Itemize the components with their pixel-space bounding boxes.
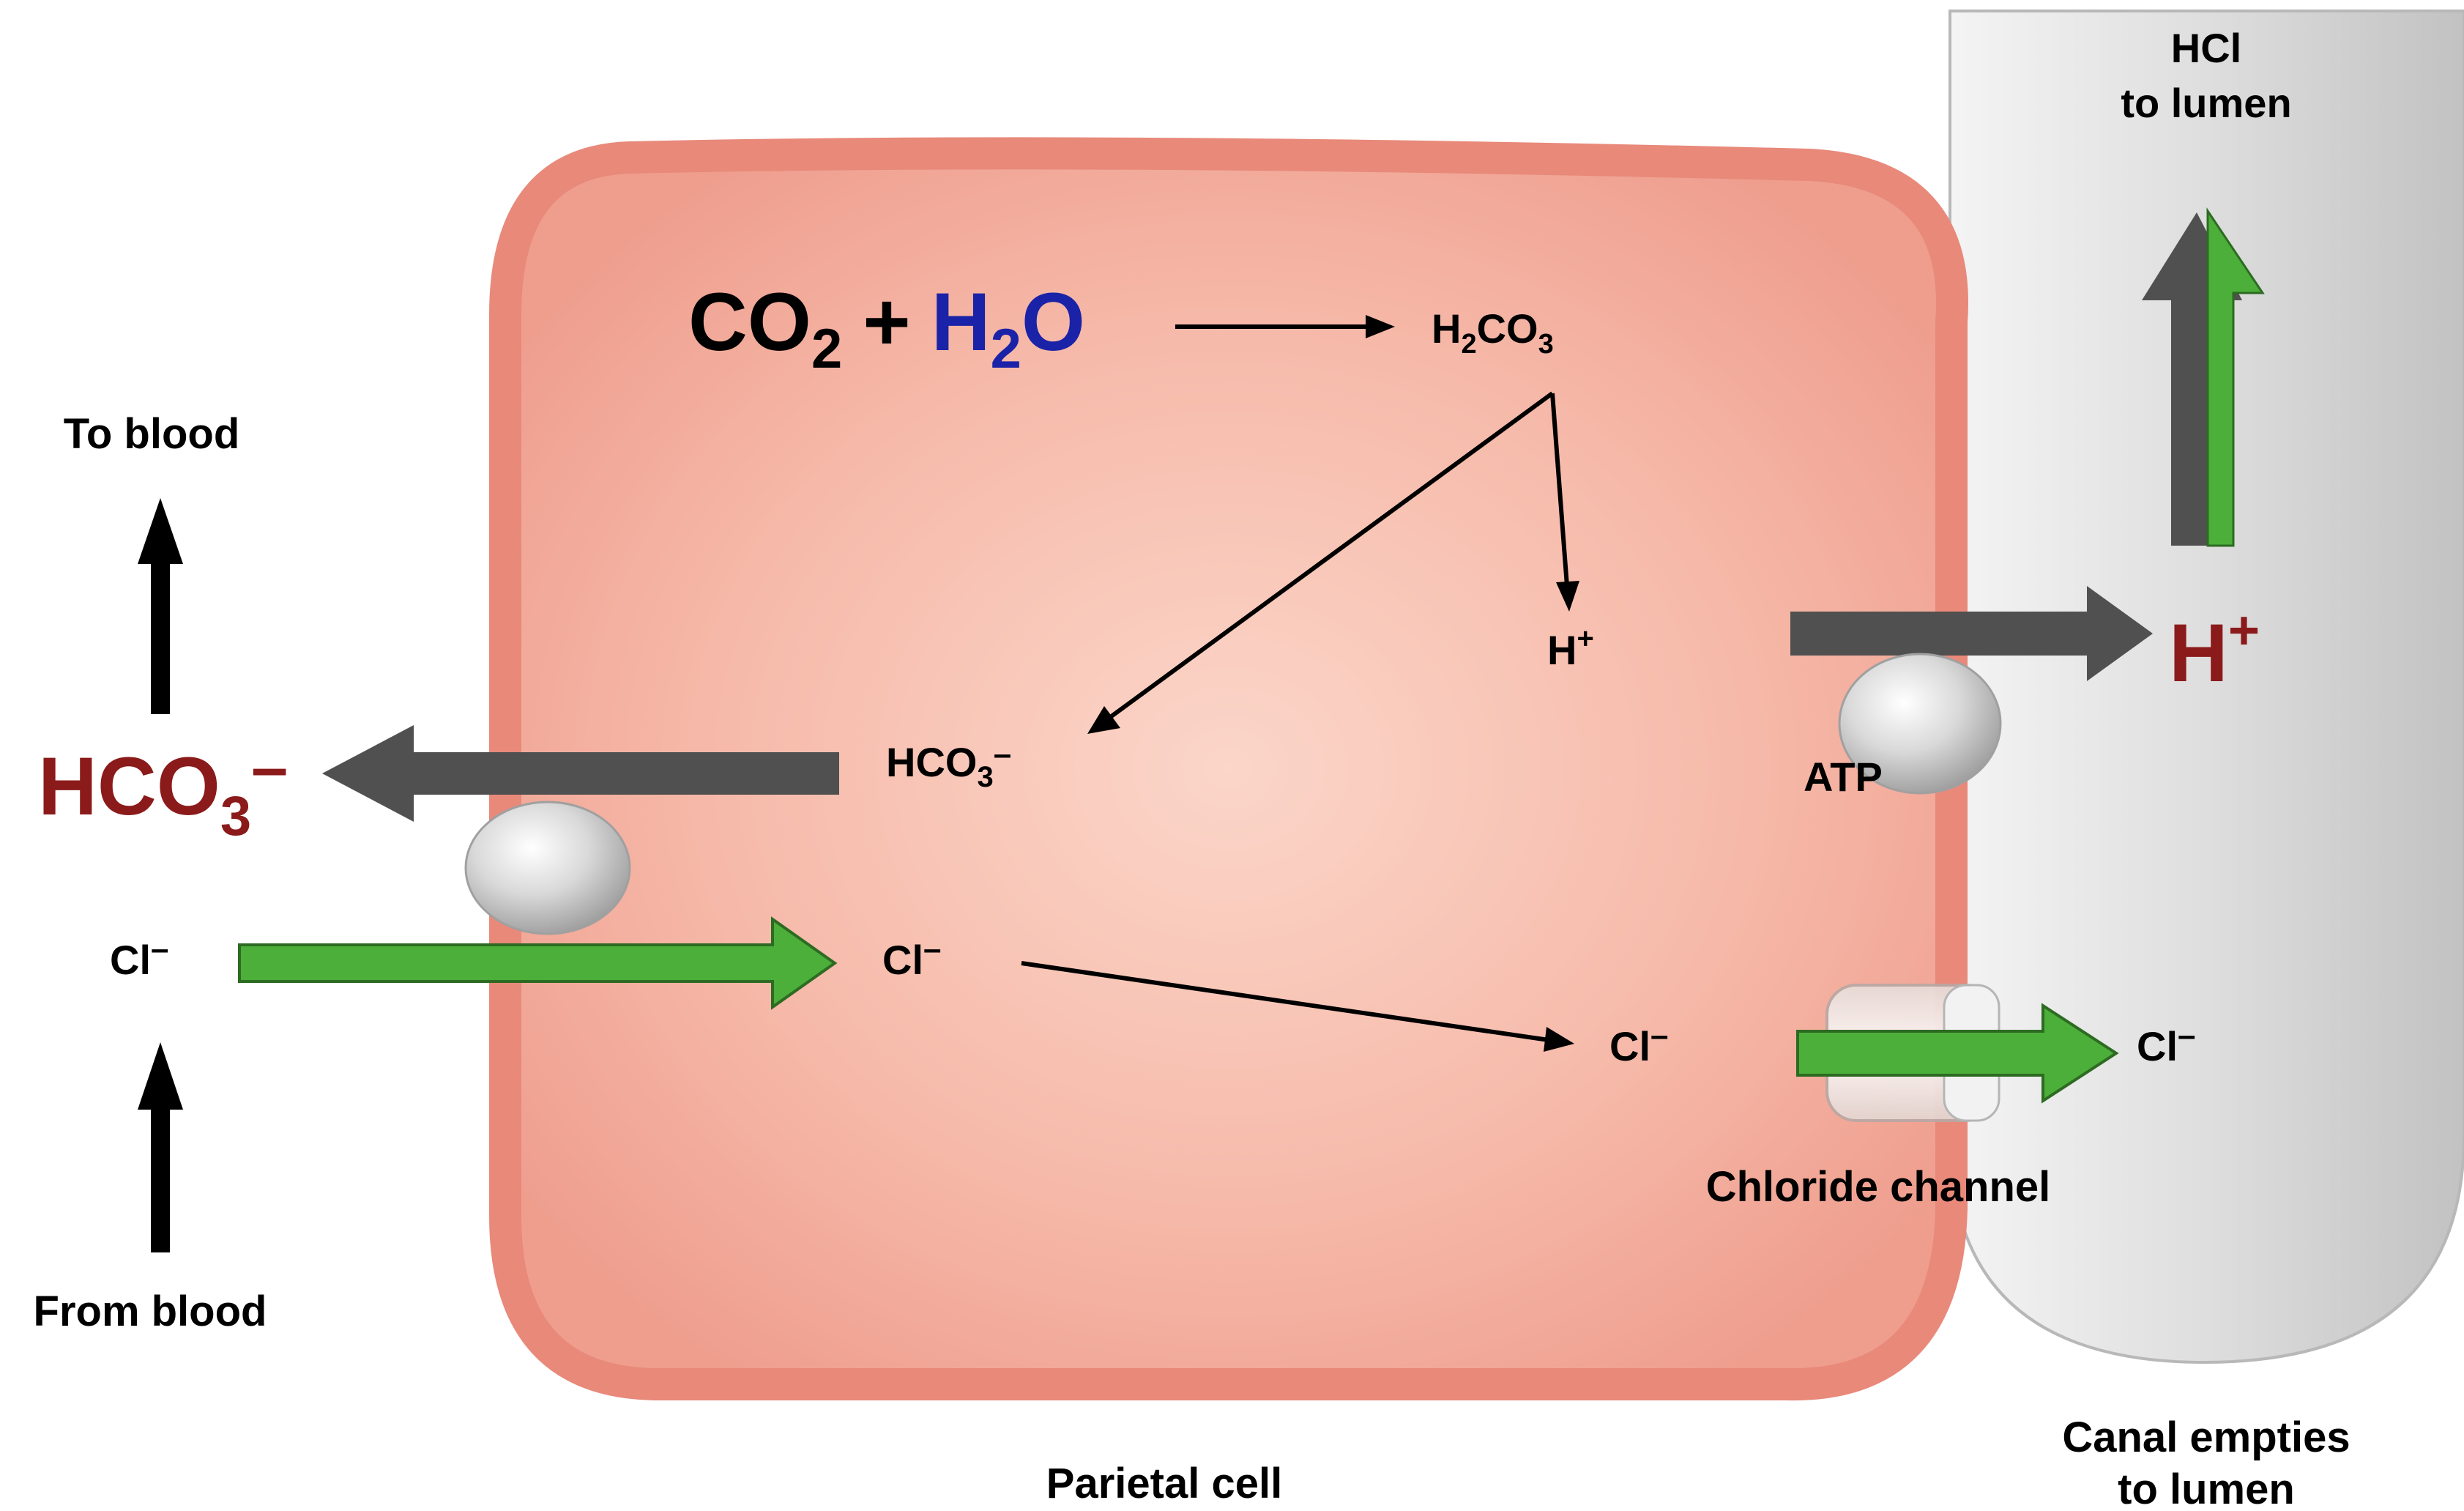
h-plus-cell-label: H+ xyxy=(1547,623,1594,673)
proton-pump-icon xyxy=(1838,653,2002,795)
cl-efflux-arrow xyxy=(1796,1003,2119,1104)
from-blood-arrow xyxy=(138,1042,183,1252)
h2co3-to-hco3-arrow xyxy=(1108,391,1554,720)
canal xyxy=(1949,10,2464,1365)
hcl-label: HCl xyxy=(2171,25,2241,71)
hcl-arrow xyxy=(2142,207,2265,547)
cl-lumen-label: Cl– xyxy=(2137,1017,2195,1069)
anion-exchanger-icon xyxy=(464,801,631,935)
h2co3-label: H2CO3 xyxy=(1432,305,1554,360)
to-blood-arrow xyxy=(138,498,183,714)
cl-mid-label: Cl– xyxy=(1609,1017,1668,1069)
cl-cell-label: Cl– xyxy=(882,931,941,983)
cl-influx-arrow xyxy=(238,916,838,1010)
to-blood-label: To blood xyxy=(64,410,240,458)
canal-empties-label: Canal empties xyxy=(2062,1414,2350,1461)
canal-to-lumen-label: to lumen xyxy=(2118,1466,2295,1511)
h-plus-lumen-label: H+ xyxy=(2169,600,2260,699)
h-efflux-arrow xyxy=(1790,586,2153,681)
hco3-cell-label: HCO3– xyxy=(886,736,1011,793)
cl-blood-label: Cl– xyxy=(110,931,168,983)
atp-label: ATP xyxy=(1804,754,1883,800)
parietal-cell-body xyxy=(489,137,1968,1401)
hco3-efflux-arrow xyxy=(322,725,839,822)
to-lumen-label: to lumen xyxy=(2121,80,2291,126)
chloride-channel-label: Chloride channel xyxy=(1706,1163,2051,1211)
cl-to-cl-arrow xyxy=(1021,961,1549,1042)
from-blood-label: From blood xyxy=(34,1288,267,1335)
reaction-arrows xyxy=(1021,315,1579,1052)
hco3-blood-label: HCO3– xyxy=(38,731,288,847)
co2-h2o-equation: CO2+H2O xyxy=(688,276,1085,380)
parietal-cell-label: Parietal cell xyxy=(1046,1460,1282,1507)
h2co3-to-h-arrow xyxy=(1550,393,1569,587)
